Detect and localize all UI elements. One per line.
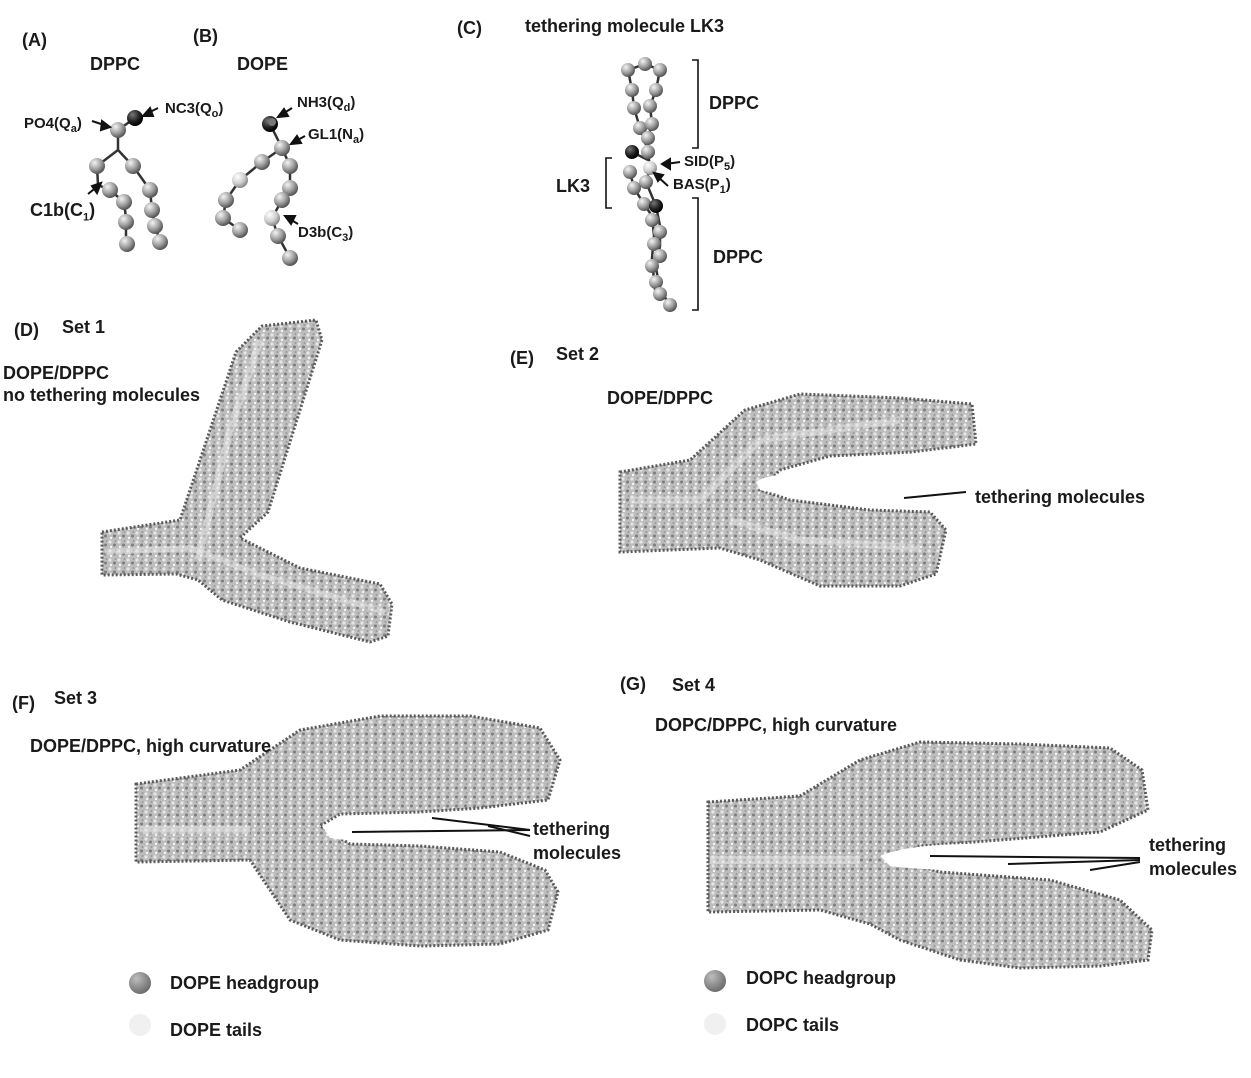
legend-dopc-head-swatch (704, 970, 726, 992)
panel-label-e: (E) (510, 348, 534, 368)
panel-label-f: (F) (12, 693, 35, 713)
set3-tethering-label-2: molecules (533, 843, 622, 863)
panel-label-c: (C) (457, 18, 482, 38)
dope-title: DOPE (237, 54, 289, 74)
dope-beads (215, 116, 298, 266)
legend-dopc-tails: DOPC tails (746, 1015, 840, 1035)
set1-description-line2: no tethering molecules (3, 385, 201, 405)
dppc-beads (89, 110, 168, 252)
lk3-upper-dppc-label: DPPC (709, 93, 760, 113)
dppc-title: DPPC (90, 54, 141, 74)
legend-dope-head-swatch (129, 972, 151, 994)
tethering-pointer-lines (351, 491, 1141, 871)
po4-label: PO4(Qa) (24, 115, 82, 135)
legend-dope-headgroup: DOPE headgroup (170, 973, 320, 993)
set3-membrane-rendering (134, 714, 562, 948)
set2-membrane-rendering (618, 392, 978, 588)
nh3-label: NH3(Qd) (297, 94, 356, 114)
c1b-label: C1b(C1) (30, 200, 96, 224)
set2-title: Set 2 (556, 344, 600, 364)
set2-description: DOPE/DPPC (607, 388, 714, 408)
panel-label-g: (G) (620, 674, 646, 694)
set4-description: DOPC/DPPC, high curvature (655, 715, 898, 735)
lk3-beads (621, 57, 677, 312)
set1-membrane-rendering (100, 318, 394, 644)
bead-arrows (87, 106, 306, 226)
legend-dope-tails: DOPE tails (170, 1020, 263, 1040)
sid-label: SID(P5) (684, 153, 736, 173)
legend-dopc-headgroup: DOPC headgroup (746, 968, 897, 988)
lk3-lower-dppc-label: DPPC (713, 247, 764, 267)
bas-label: BAS(P1) (673, 176, 731, 196)
set1-title: Set 1 (62, 317, 106, 337)
legend-dope-tail-swatch (129, 1014, 151, 1036)
lk3-arrows (652, 157, 681, 187)
set4-title: Set 4 (672, 675, 716, 695)
legend-dopc-tail-swatch (704, 1013, 726, 1035)
set2-tethering-label: tethering molecules (975, 487, 1146, 507)
set4-tethering-label-1: tethering (1149, 835, 1227, 855)
set3-title: Set 3 (54, 688, 98, 708)
lk3-linker-label: LK3 (556, 176, 591, 196)
legend-swatches (129, 970, 726, 1036)
set3-description: DOPE/DPPC, high curvature (30, 736, 272, 756)
panel-label-d: (D) (14, 320, 39, 340)
gl1-label: GL1(Na) (308, 126, 365, 146)
lk3-brackets (605, 59, 699, 311)
panel-label-a: (A) (22, 30, 47, 50)
set3-tethering-label-1: tethering (533, 819, 611, 839)
set1-description-line1: DOPE/DPPC (3, 363, 110, 383)
nc3-label: NC3(Qo) (165, 100, 224, 120)
set4-membrane-rendering (706, 740, 1154, 970)
panel-label-b: (B) (193, 26, 218, 46)
set4-tethering-label-2: molecules (1149, 859, 1238, 879)
lk3-title: tethering molecule LK3 (525, 16, 725, 36)
d3b-label: D3b(C3) (298, 224, 354, 244)
